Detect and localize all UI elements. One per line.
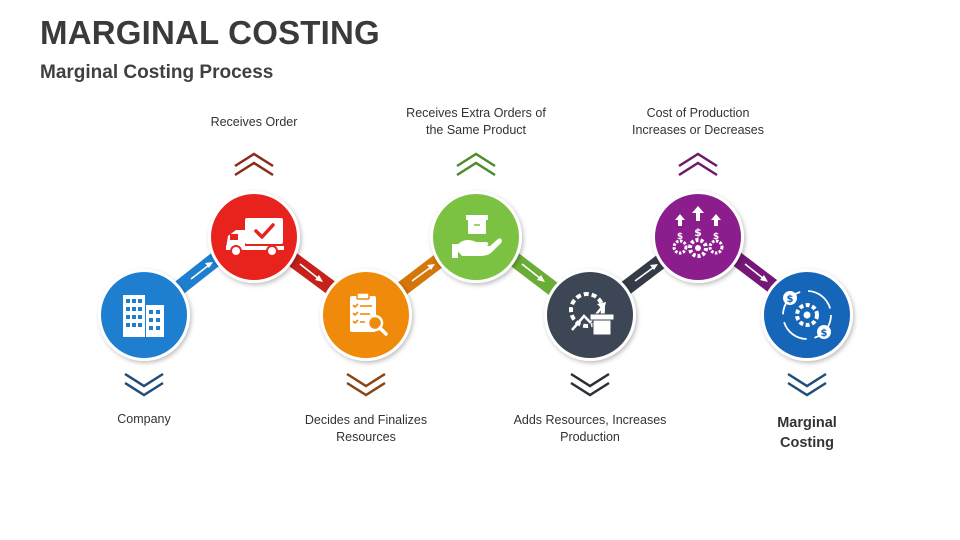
chevron-up-icon	[456, 152, 496, 177]
step-label-cost-change: Cost of Production Increases or Decrease…	[631, 106, 764, 137]
page-title: MARGINAL COSTING	[40, 14, 380, 51]
office-building-icon	[123, 295, 164, 337]
step-label-company: Company	[117, 412, 171, 426]
svg-text:$: $	[821, 328, 828, 339]
delivery-truck-icon	[226, 218, 284, 257]
step-label-marginal-costing: Marginal Costing	[777, 415, 837, 451]
cost-gears-icon: $ $ $	[672, 206, 724, 258]
step-label-decides-resources: Decides and Finalizes Resources	[304, 413, 428, 444]
chevron-up-icon	[234, 152, 274, 177]
step-label-extra-orders: Receives Extra Orders of the Same Produc…	[406, 106, 546, 137]
step-circle-cost-change	[652, 191, 744, 283]
connector-6	[728, 250, 784, 297]
checklist-search-icon	[350, 292, 388, 336]
svg-text:$: $	[713, 232, 719, 242]
production-growth-icon	[569, 292, 615, 336]
chevron-down-icon	[570, 372, 610, 397]
step-label-adds-resources: Adds Resources, Increases Production	[513, 413, 667, 444]
svg-text:$: $	[694, 226, 702, 239]
step-circle-extra-orders	[430, 191, 522, 283]
hand-box-icon	[452, 215, 502, 258]
chevron-up-icon	[678, 152, 718, 177]
svg-text:$: $	[677, 232, 683, 242]
connector-1	[169, 249, 226, 298]
chevron-down-icon	[124, 372, 164, 397]
svg-text:$: $	[787, 294, 794, 305]
chevron-down-icon	[346, 372, 386, 397]
page-subtitle: Marginal Costing Process	[40, 62, 274, 83]
step-label-receives-order: Receives Order	[210, 115, 298, 129]
connector-4	[505, 250, 561, 297]
cost-cycle-icon: $ $	[782, 290, 832, 340]
connector-2	[283, 249, 339, 297]
chevron-down-icon	[787, 372, 827, 397]
